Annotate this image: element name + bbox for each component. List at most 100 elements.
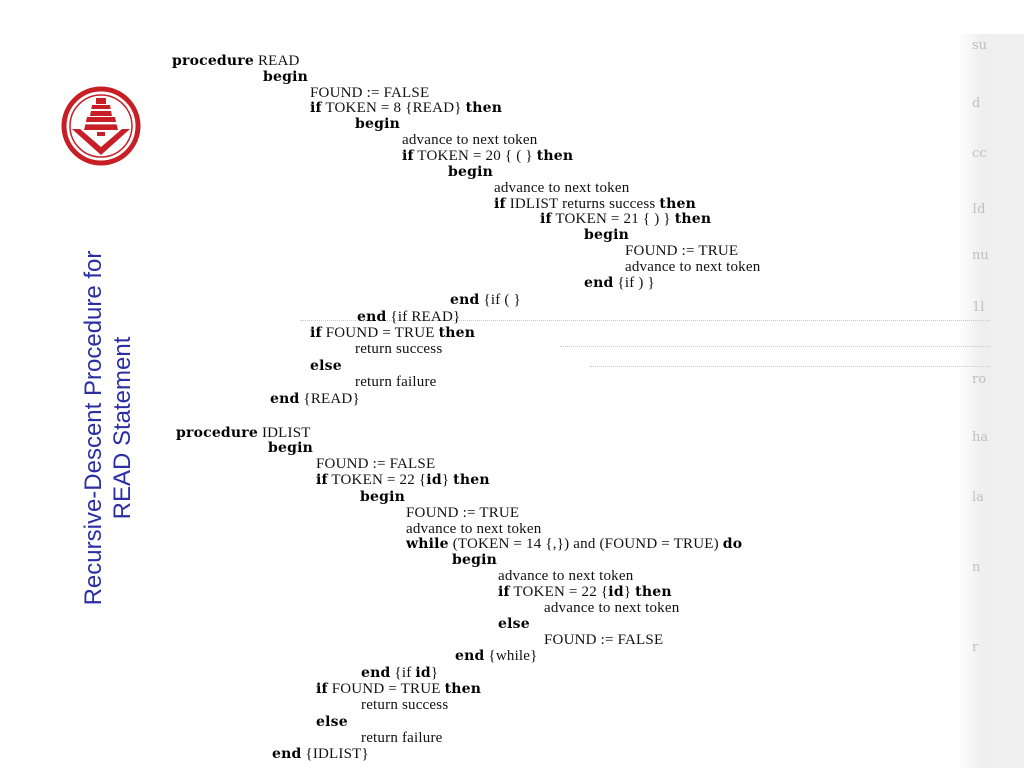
code-keyword: id [426, 472, 442, 488]
bleed-through-mark: Id [972, 202, 986, 217]
code-text: } [441, 472, 454, 488]
code-line: advance to next token [498, 568, 633, 584]
code-text: {IDLIST} [301, 746, 369, 762]
code-line: procedure READ [172, 53, 300, 69]
code-keyword: while [406, 536, 449, 552]
code-text: advance to next token [544, 600, 680, 616]
scan-artifact-line [560, 346, 990, 347]
code-line: FOUND := FALSE [316, 456, 435, 472]
code-keyword: else [316, 714, 348, 730]
bleed-through-mark: ha [972, 430, 989, 445]
code-text: FOUND := FALSE [544, 632, 664, 648]
code-line: return failure [355, 374, 437, 390]
code-text: advance to next token [498, 568, 634, 584]
code-keyword: then [465, 100, 503, 116]
code-line: else [498, 616, 530, 632]
code-line: if TOKEN = 22 {id} then [316, 472, 490, 488]
code-text: advance to next token [406, 521, 542, 537]
code-keyword: end [357, 309, 387, 325]
code-keyword: else [498, 616, 530, 632]
code-keyword: begin [263, 69, 308, 85]
code-keyword: procedure [172, 53, 254, 69]
code-keyword: if [310, 100, 322, 116]
code-keyword: begin [268, 440, 313, 456]
code-keyword: if [540, 211, 552, 227]
code-line: FOUND := FALSE [310, 85, 429, 101]
code-keyword: if [494, 196, 506, 212]
code-line: if TOKEN = 22 {id} then [498, 584, 672, 600]
code-line: end {while} [455, 648, 538, 664]
code-line: else [310, 358, 342, 374]
code-line: procedure IDLIST [176, 425, 311, 441]
code-keyword: end [450, 292, 480, 308]
code-line: if TOKEN = 21 { ) } then [540, 211, 711, 227]
code-text: return failure [361, 730, 443, 746]
code-line: advance to next token [406, 521, 541, 537]
code-line: end {IDLIST} [272, 746, 369, 762]
code-line: begin [584, 227, 629, 243]
code-line: advance to next token [625, 259, 760, 275]
bleed-through-mark: la [972, 490, 984, 505]
code-line: if FOUND = TRUE then [310, 325, 475, 341]
code-line: if FOUND = TRUE then [316, 681, 481, 697]
code-line: FOUND := FALSE [544, 632, 663, 648]
code-line: else [316, 714, 348, 730]
code-line: begin [448, 164, 493, 180]
code-keyword: then [659, 196, 696, 212]
code-keyword: begin [360, 489, 405, 505]
code-keyword: else [310, 358, 342, 374]
code-text: {if ( } [479, 292, 521, 308]
code-text: IDLIST [258, 425, 311, 441]
code-line: begin [268, 440, 313, 456]
code-keyword: then [438, 325, 476, 341]
code-text: IDLIST returns success [505, 196, 660, 212]
code-keyword: then [635, 584, 672, 600]
code-keyword: then [444, 681, 482, 697]
code-text: return success [355, 341, 443, 357]
code-keyword: procedure [176, 425, 258, 441]
code-line: return failure [361, 730, 443, 746]
code-keyword: if [316, 472, 328, 488]
code-keyword: end [584, 275, 614, 291]
code-line: FOUND := TRUE [625, 243, 738, 259]
bleed-through-mark: nu [972, 248, 989, 263]
code-line: FOUND := TRUE [406, 505, 519, 521]
code-text: FOUND := TRUE [625, 243, 739, 259]
code-text: advance to next token [625, 259, 761, 275]
bleed-through-mark: n [972, 560, 981, 575]
code-text: {READ} [299, 391, 360, 407]
code-line: begin [355, 116, 400, 132]
code-keyword: begin [452, 552, 497, 568]
code-line: return success [361, 697, 448, 713]
code-text: FOUND := FALSE [310, 85, 430, 101]
bleed-through-mark: 1l [972, 300, 985, 315]
code-keyword: then [536, 148, 574, 164]
scan-artifact-line [590, 366, 990, 367]
code-text: advance to next token [402, 132, 538, 148]
code-keyword: if [310, 325, 322, 341]
code-line: if IDLIST returns success then [494, 196, 696, 212]
code-line: begin [263, 69, 308, 85]
code-line: while (TOKEN = 14 {,}) and (FOUND = TRUE… [406, 536, 742, 552]
bleed-through-mark: ro [972, 372, 987, 387]
code-text: FOUND = TRUE [321, 325, 439, 341]
code-text: TOKEN = 20 { ( } [413, 148, 537, 164]
code-keyword: do [722, 536, 743, 552]
code-keyword: end [361, 665, 391, 681]
bell-tower-shield-icon [61, 86, 141, 166]
code-keyword: if [498, 584, 510, 600]
bleed-through-mark: r [972, 640, 979, 655]
bleed-through-mark: su [972, 38, 988, 53]
scan-artifact-line [300, 320, 990, 321]
code-keyword: end [270, 391, 300, 407]
code-text: FOUND := FALSE [316, 456, 436, 472]
code-text: {while} [484, 648, 538, 664]
code-keyword: then [674, 211, 712, 227]
code-text: return success [361, 697, 449, 713]
scanned-page-edge [958, 34, 1024, 768]
code-line: end {READ} [270, 391, 360, 407]
code-text: TOKEN = 22 { [327, 472, 427, 488]
code-text: (TOKEN = 14 {,}) and (FOUND = TRUE) [448, 536, 723, 552]
code-text: } [430, 665, 439, 681]
